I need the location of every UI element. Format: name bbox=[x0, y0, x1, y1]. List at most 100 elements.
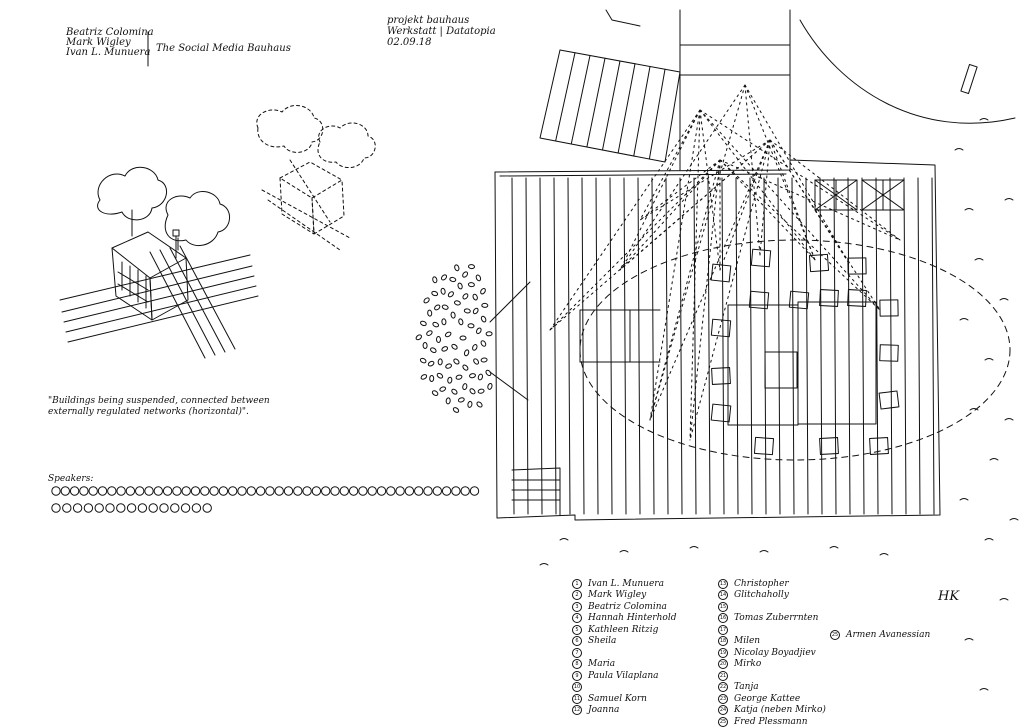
speaker-circle bbox=[246, 486, 257, 496]
legend-number: 18 bbox=[718, 636, 728, 647]
entrance-door bbox=[489, 281, 531, 401]
speaker-circle bbox=[191, 503, 202, 513]
legend-name: Ivan L. Munuera bbox=[588, 578, 664, 589]
chair bbox=[819, 289, 839, 307]
speaker-circle bbox=[51, 503, 61, 513]
legend-number: 10 bbox=[572, 682, 582, 693]
speaker-circle bbox=[200, 486, 210, 496]
project-info: projekt bauhaus Werkstatt | Datatopia 02… bbox=[387, 15, 496, 48]
floor-boards bbox=[511, 177, 935, 515]
speaker-circle bbox=[423, 486, 433, 496]
speaker-circle bbox=[144, 486, 154, 496]
corridor-walls bbox=[679, 74, 791, 171]
speaker-circle bbox=[358, 486, 368, 496]
speaker-circle bbox=[162, 486, 173, 496]
legend-number: 3 bbox=[572, 601, 582, 612]
speaker-circle bbox=[386, 486, 396, 496]
ghost-building-sketch bbox=[256, 104, 376, 251]
legend-name: Tanja bbox=[734, 682, 759, 693]
speaker-circle bbox=[88, 486, 98, 496]
chair bbox=[847, 289, 867, 307]
speaker-circle bbox=[451, 486, 461, 496]
chair bbox=[819, 437, 839, 455]
speaker-circle bbox=[293, 486, 303, 496]
speakers-label: Speakers: bbox=[48, 474, 94, 484]
speaker-circle bbox=[62, 503, 72, 513]
caption-line: "Buildings being suspended, connected be… bbox=[48, 396, 270, 406]
legend-item: 10 bbox=[572, 682, 676, 694]
speaker-circle bbox=[135, 486, 145, 496]
speaker-circle bbox=[218, 486, 229, 496]
speaker-circle bbox=[94, 503, 104, 513]
author-name: Ivan L. Munuera bbox=[66, 47, 151, 58]
isometric-building-sketch bbox=[59, 166, 259, 359]
legend-number: 5 bbox=[572, 624, 582, 635]
table-center-square bbox=[764, 351, 798, 389]
speaker-circle bbox=[237, 486, 247, 496]
legend-name: Christopher bbox=[734, 578, 789, 589]
legend-item: 5 Kathleen Ritzig bbox=[572, 624, 676, 636]
legend-name: Glitchaholly bbox=[734, 590, 789, 601]
chair bbox=[710, 263, 732, 283]
legend-name: Beatriz Colomina bbox=[588, 601, 667, 612]
legend-number: 21 bbox=[718, 670, 728, 681]
legend-number: 4 bbox=[572, 613, 582, 624]
legend-number: 22 bbox=[718, 682, 728, 693]
legend-name: Milen bbox=[734, 636, 761, 647]
speaker-circle bbox=[60, 486, 71, 496]
chair bbox=[808, 253, 830, 273]
legend-number: 24 bbox=[718, 705, 728, 716]
speaker-circle bbox=[69, 486, 80, 496]
tree-canopy bbox=[164, 190, 230, 247]
chairs-group bbox=[710, 248, 900, 456]
chair bbox=[879, 299, 899, 317]
legend-number: 23 bbox=[718, 693, 728, 704]
chair bbox=[750, 248, 772, 268]
exterior-arc bbox=[799, 19, 1016, 124]
speaker-circle bbox=[51, 486, 61, 496]
speaker-circle bbox=[441, 486, 452, 496]
speaker-circle bbox=[172, 486, 182, 496]
legend-item: 7 bbox=[572, 647, 676, 659]
legend-name: Nicolay Boyadjiev bbox=[734, 647, 816, 658]
project-workshop: Werkstatt | Datatopia bbox=[387, 26, 496, 37]
speaker-circle bbox=[469, 486, 480, 496]
legend-name: Kathleen Ritzig bbox=[588, 624, 659, 635]
legend-name: Paula Vilaplana bbox=[588, 670, 659, 681]
legend-number: 25 bbox=[830, 629, 840, 640]
author-name: Beatriz Colomina bbox=[66, 27, 154, 38]
speaker-circle bbox=[97, 486, 108, 496]
legend-number: 25 bbox=[718, 716, 728, 727]
chair bbox=[711, 367, 731, 385]
caption: "Buildings being suspended, connected be… bbox=[48, 396, 270, 418]
legend-name: Hannah Hinterhold bbox=[588, 613, 677, 624]
outside-dashes bbox=[539, 118, 1019, 691]
legend-name: Maria bbox=[588, 659, 616, 670]
tree-canopy bbox=[97, 166, 167, 221]
speaker-circle bbox=[414, 486, 424, 496]
speaker-circle bbox=[321, 486, 331, 496]
speaker-circle bbox=[180, 503, 191, 513]
legend-name: Mirko bbox=[734, 659, 762, 670]
speaker-circle bbox=[339, 486, 349, 496]
caption-line: externally regulated networks (horizonta… bbox=[48, 407, 249, 417]
legend-name: George Kattee bbox=[734, 693, 801, 704]
speaker-circle bbox=[265, 486, 275, 496]
speaker-circle bbox=[116, 486, 126, 496]
speaker-circle bbox=[367, 486, 377, 496]
legend-number: 15 bbox=[718, 601, 728, 612]
speaker-circle bbox=[302, 486, 312, 496]
speaker-circle bbox=[125, 486, 136, 496]
speaker-circle bbox=[159, 503, 169, 513]
